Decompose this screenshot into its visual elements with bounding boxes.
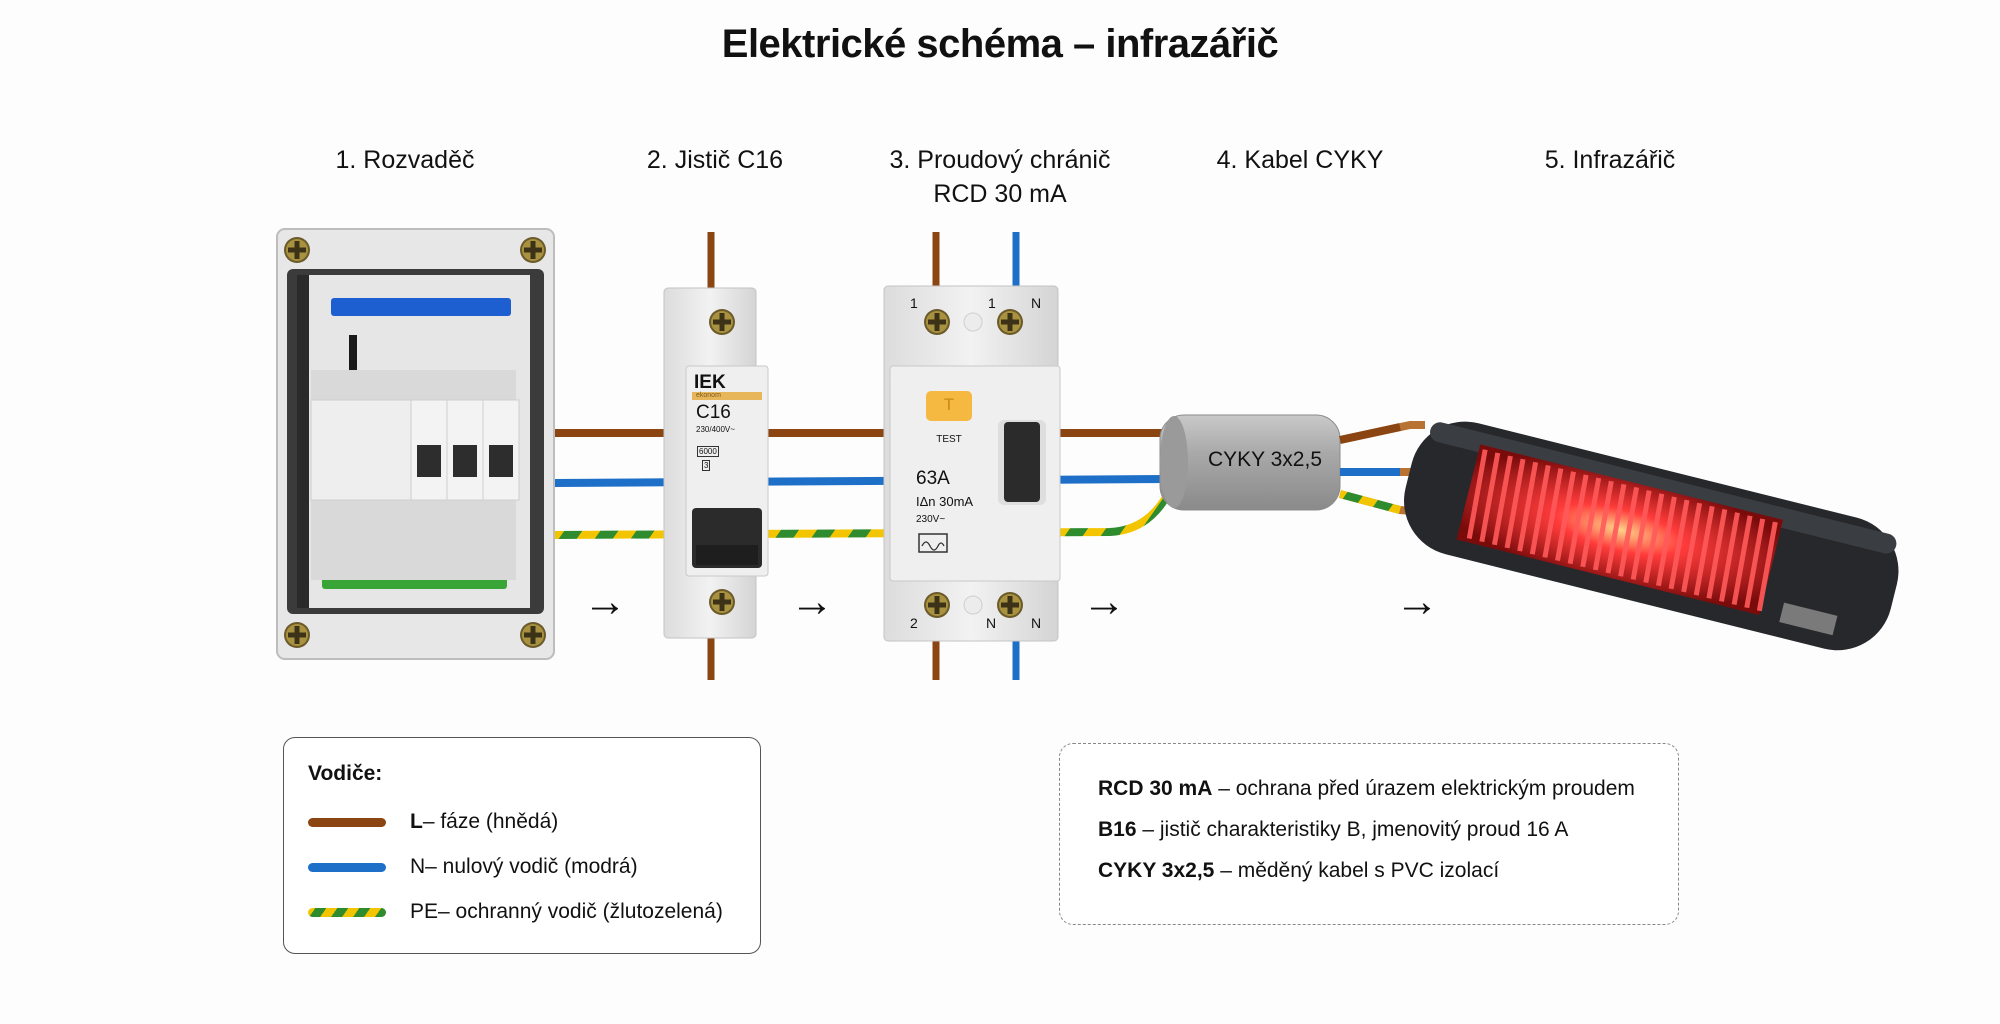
panel-screw (284, 622, 310, 648)
wire-pe (554, 488, 1174, 539)
rcd-terminal-label: N (1031, 295, 1042, 311)
heater-rib (1706, 509, 1728, 599)
legend-text: – fáze (hnědá) (422, 810, 559, 833)
heater-rib (1668, 499, 1690, 590)
heater-rib (1643, 493, 1665, 583)
panel-screw (520, 237, 546, 263)
heater-rib (1580, 477, 1602, 568)
note-text: – jistič charakteristiky B, jmenovitý pr… (1136, 818, 1569, 841)
rcd-terminal-label: N (986, 615, 997, 631)
heater-rib (1466, 449, 1488, 539)
rcd-voltage: 230V~ (916, 514, 946, 525)
step-label-panel: 1. Rozvaděč (335, 146, 475, 174)
rcd-terminal-label: 2 (910, 615, 918, 631)
legend-swatch-pe (308, 907, 386, 917)
legend-code: PE (410, 900, 439, 923)
legend-item-pe: PE – ochranný vodič (žlutozelená) (308, 897, 723, 927)
heater-rib (1504, 458, 1526, 549)
legend-code: N (410, 855, 426, 878)
legend-swatch-blue (308, 862, 386, 872)
note-item: B16 – jistič charakteristiky B, jmenovit… (1098, 818, 1568, 842)
note-text: – měděný kabel s PVC izolací (1214, 859, 1500, 882)
note-term: RCD 30 mA (1098, 777, 1213, 800)
rcd-test-button[interactable] (926, 391, 972, 421)
page-title: Elektrické schéma – infrazářič (721, 22, 1279, 66)
heater-rib (1719, 512, 1740, 602)
step-label-rcd-sub: RCD 30 mA (933, 180, 1067, 208)
heater-rib (1542, 468, 1564, 558)
breaker-brand: IEK (694, 372, 726, 393)
breaker-voltage: 230/400V~ (696, 425, 735, 434)
legend-code: L (410, 810, 423, 833)
note-item: RCD 30 mA – ochrana před úrazem elektric… (1098, 777, 1635, 801)
neutral-busbar (331, 298, 511, 316)
heater-rib (1517, 461, 1539, 552)
heater-rib (1744, 518, 1766, 609)
infrared-heater (1404, 421, 1899, 651)
legend-text: – nulový vodič (modrá) (425, 855, 638, 878)
breaker-series: ekonom (696, 392, 721, 399)
heater-rib (1479, 452, 1501, 543)
heater-rib (1491, 455, 1513, 546)
legend-item-phase: L – fáze (hnědá) (308, 807, 558, 837)
heater-rib (1693, 505, 1715, 596)
note-text: – ochrana před úrazem elektrickým proude… (1212, 777, 1635, 800)
note-item: CYKY 3x2,5 – měděný kabel s PVC izolací (1098, 859, 1499, 883)
step-label-breaker: 2. Jistič C16 (646, 146, 784, 174)
note-term: CYKY 3x2,5 (1098, 859, 1215, 882)
rcd-current: 63A (916, 468, 950, 489)
step-label-rcd: 3. Proudový chránič (889, 146, 1111, 174)
note-term: B16 (1098, 818, 1137, 841)
heater-rib (1555, 471, 1576, 561)
brand-plate (1779, 602, 1838, 636)
breaker-rating: C16 (696, 402, 731, 423)
heater-rib (1731, 515, 1753, 606)
panel-screw (284, 237, 310, 263)
breaker-class: 3 (702, 460, 711, 471)
step-label-cable: 4. Kabel CYKY (1216, 146, 1384, 174)
rcd-terminal-label: 1 (988, 295, 996, 311)
legend-item-neutral: N – nulový vodič (modrá) (308, 852, 638, 882)
flow-arrow-icon: → (1395, 577, 1439, 626)
panel-rcd-module (310, 399, 412, 501)
heater-rib (1605, 483, 1627, 574)
rcd-terminal-label: N (1031, 615, 1042, 631)
heater-rib (1630, 490, 1652, 580)
distribution-panel (276, 228, 555, 660)
heater-rib (1529, 465, 1551, 555)
rcd-sensitivity: IΔn 30mA (916, 494, 974, 509)
panel-screw (520, 622, 546, 648)
flow-arrow-icon: → (583, 577, 627, 626)
rcd-lever[interactable] (1004, 422, 1040, 502)
legend-text: – ochranný vodič (žlutozelená) (438, 900, 723, 923)
wire-neutral (554, 475, 1171, 487)
heater-rib (1655, 496, 1677, 587)
legend-title: Vodiče: (308, 762, 383, 785)
heater-rib (1618, 487, 1640, 577)
heater-rib (1756, 521, 1778, 612)
heater-rib (1567, 474, 1589, 565)
heater-rib (1592, 480, 1614, 571)
legend-swatch-brown (308, 817, 386, 827)
rcd-terminal-label: 1 (910, 295, 918, 311)
breaker-capacity: 6000 (697, 446, 719, 457)
breaker-lever-label: I-ON (716, 496, 738, 507)
rcd (883, 232, 1061, 680)
flow-arrow-icon: → (1082, 577, 1126, 626)
step-label-heater: 5. Infrazářič (1544, 146, 1676, 174)
wire-legend: Vodiče: L – fáze (hnědá) N – nulový vodi… (283, 737, 761, 954)
flow-arrow-icon: → (790, 577, 834, 626)
cable-label: CYKY 3x2,5 (1207, 448, 1322, 471)
rcd-test-label: TEST (936, 434, 962, 445)
rcd-test-key: T (943, 395, 955, 414)
heater-rib (1681, 502, 1703, 593)
notes-box: RCD 30 mA – ochrana před úrazem elektric… (1059, 743, 1679, 925)
